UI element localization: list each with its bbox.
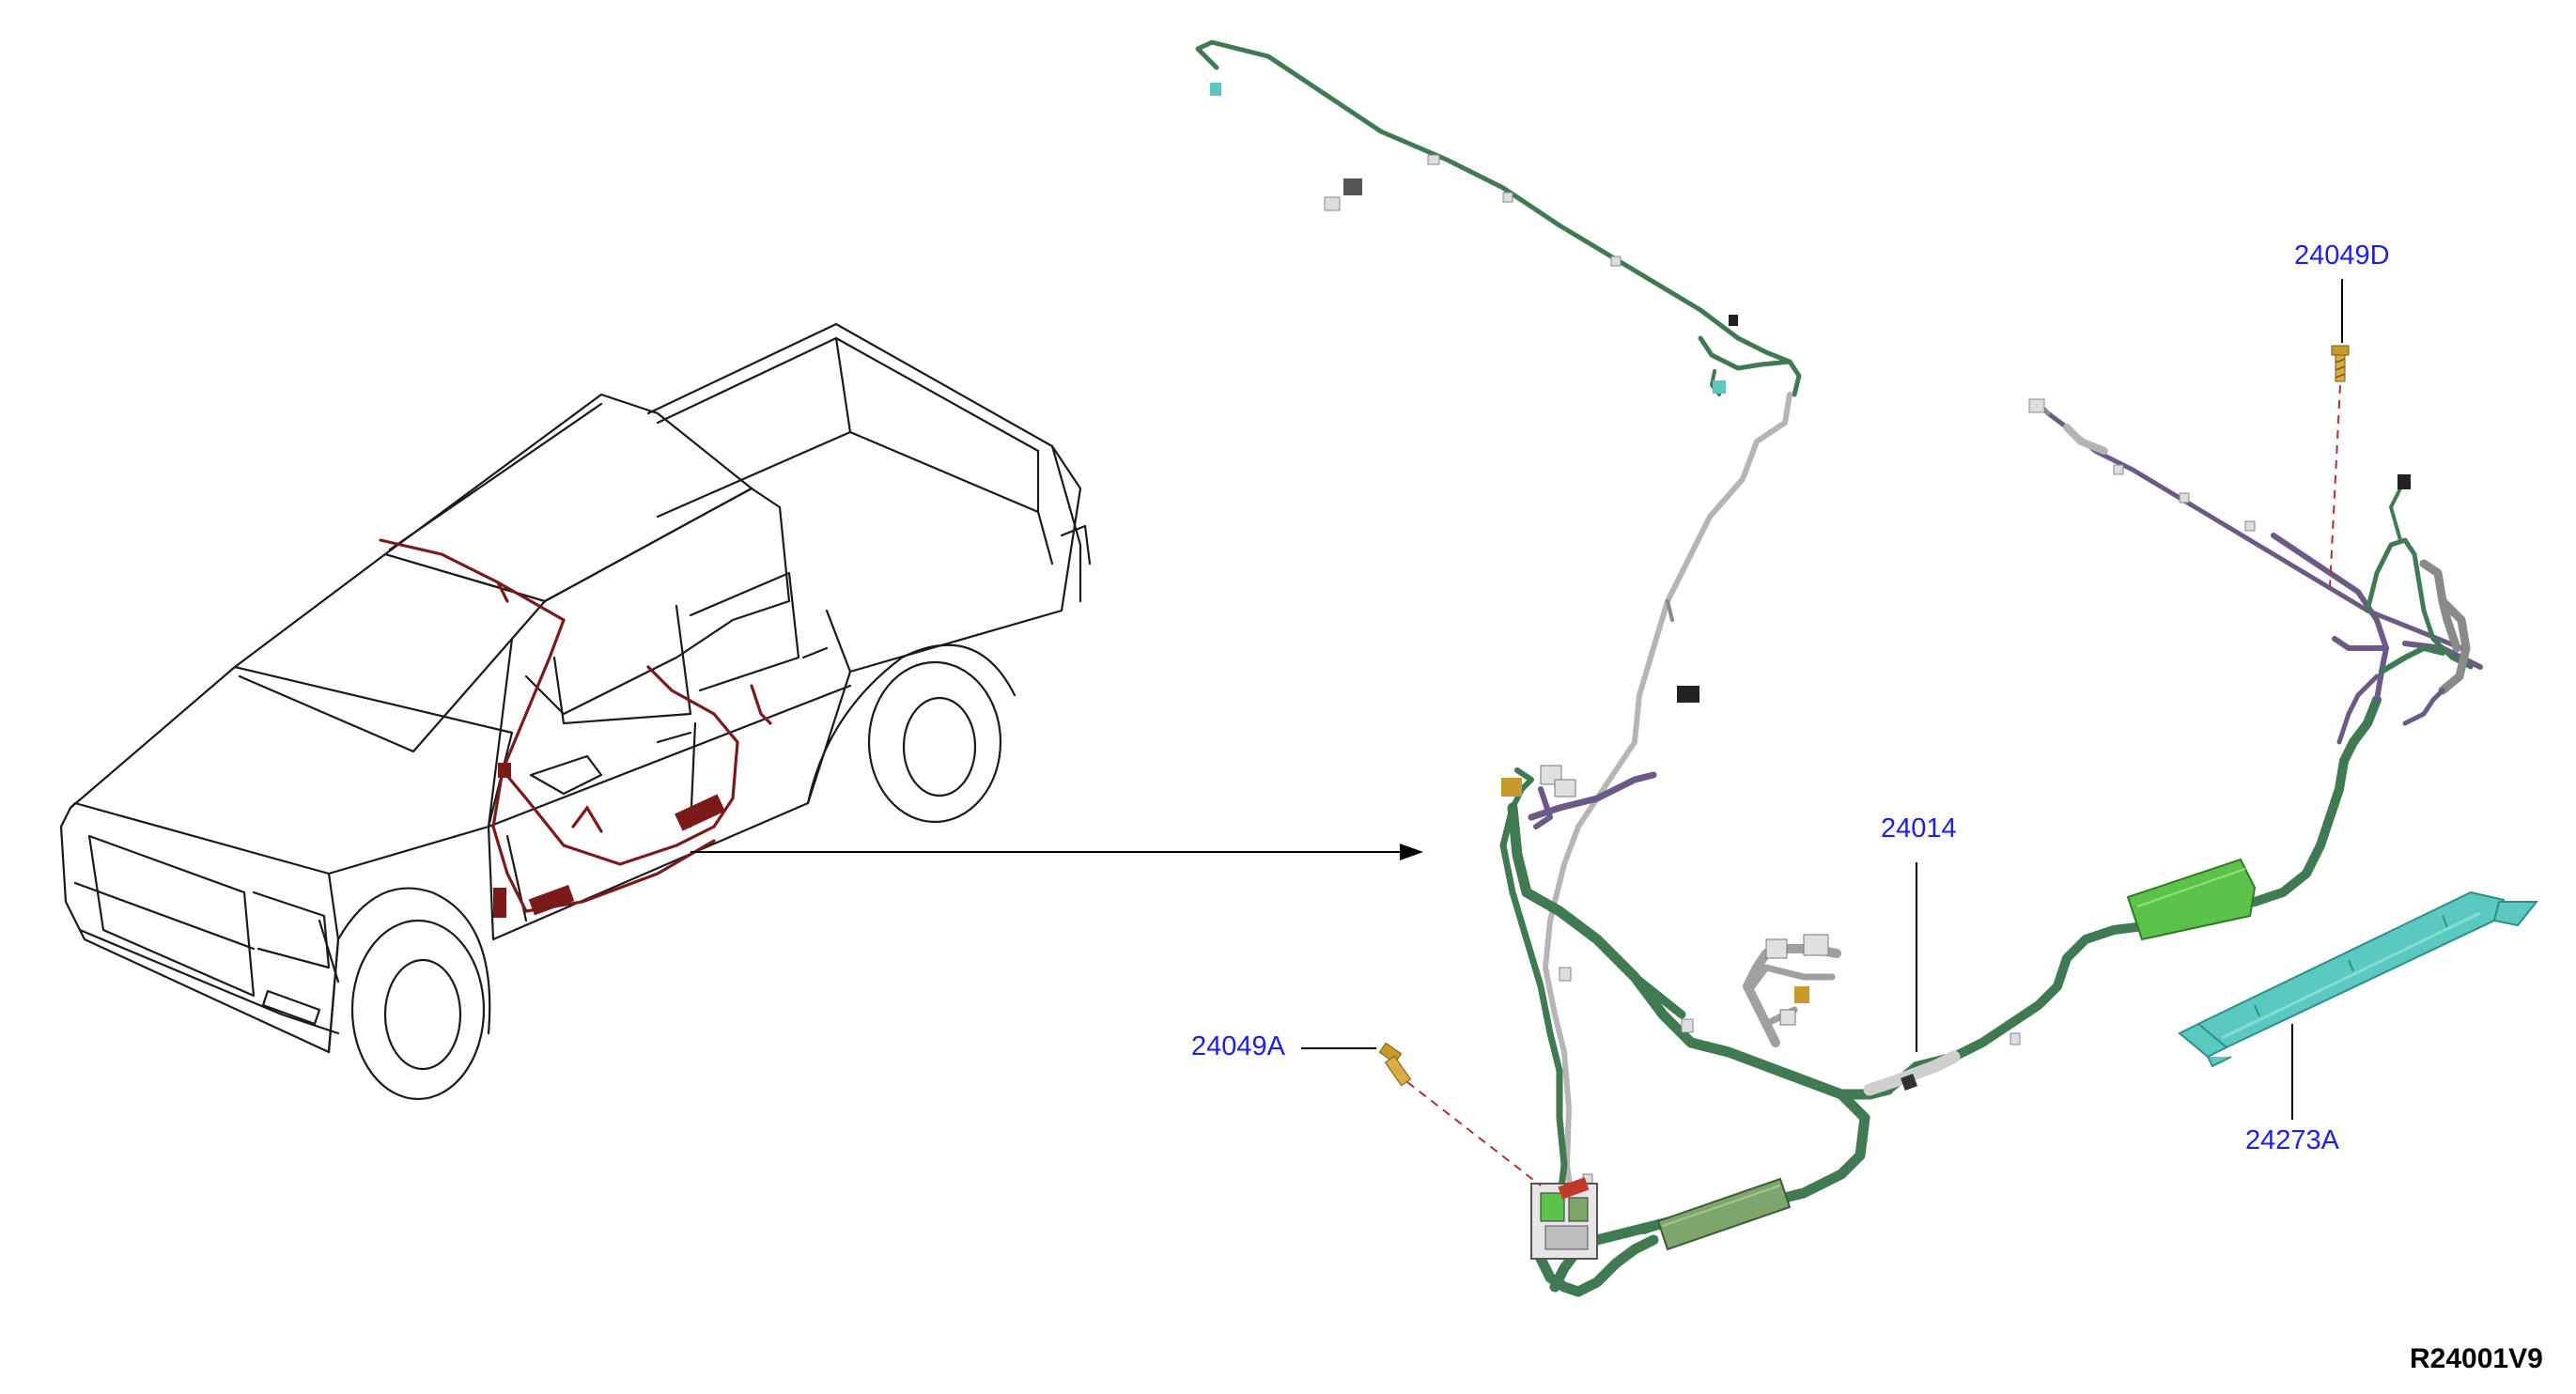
truck-grille xyxy=(87,834,256,998)
callout-24049A: 24049A xyxy=(1191,1031,1285,1061)
rear-wheel xyxy=(867,660,1002,824)
callout-24014: 24014 xyxy=(1881,813,1957,844)
side-mirror xyxy=(529,754,603,796)
rear-wheel-arch xyxy=(806,643,1016,805)
harness-sleeve xyxy=(1863,1050,1961,1096)
truck-harness-highlight xyxy=(379,538,772,913)
bolt-24049A xyxy=(1378,1042,1412,1087)
pickup-truck-outline xyxy=(59,322,1092,1101)
harness-main-trunk xyxy=(1507,802,1894,1100)
callout-24049D: 24049D xyxy=(2294,240,2390,271)
harness-roof-branch xyxy=(1195,39,1741,341)
leader-lines xyxy=(1301,279,2343,1186)
truck-windshield xyxy=(233,552,547,753)
control-module-upper xyxy=(2126,858,2257,941)
callout-24273A: 24273A xyxy=(2245,1125,2339,1155)
control-module-lower xyxy=(1656,1177,1792,1251)
junction-block xyxy=(1530,1177,1598,1260)
harness-assembly-24014 xyxy=(1195,39,2483,1297)
bolt-24049D xyxy=(2331,345,2350,382)
harness-front-branch xyxy=(1499,804,1568,1206)
harness-pillar-branch xyxy=(1543,392,1792,1252)
cover-24273A xyxy=(2178,891,2539,1068)
dash-24049D xyxy=(2329,384,2341,588)
front-wheel xyxy=(350,919,486,1101)
harness-connector-bundle xyxy=(1743,944,1841,1047)
truck-hood xyxy=(69,665,514,875)
dash-24049A xyxy=(1406,1081,1542,1186)
truck-body-side xyxy=(487,609,852,941)
sheet-id: R24001V9 xyxy=(2410,1343,2543,1374)
truck-bed xyxy=(646,322,1082,674)
truck-harness-connectors xyxy=(493,763,725,918)
pointer-arrow xyxy=(691,844,1423,860)
front-wheel-arch xyxy=(327,887,491,1054)
